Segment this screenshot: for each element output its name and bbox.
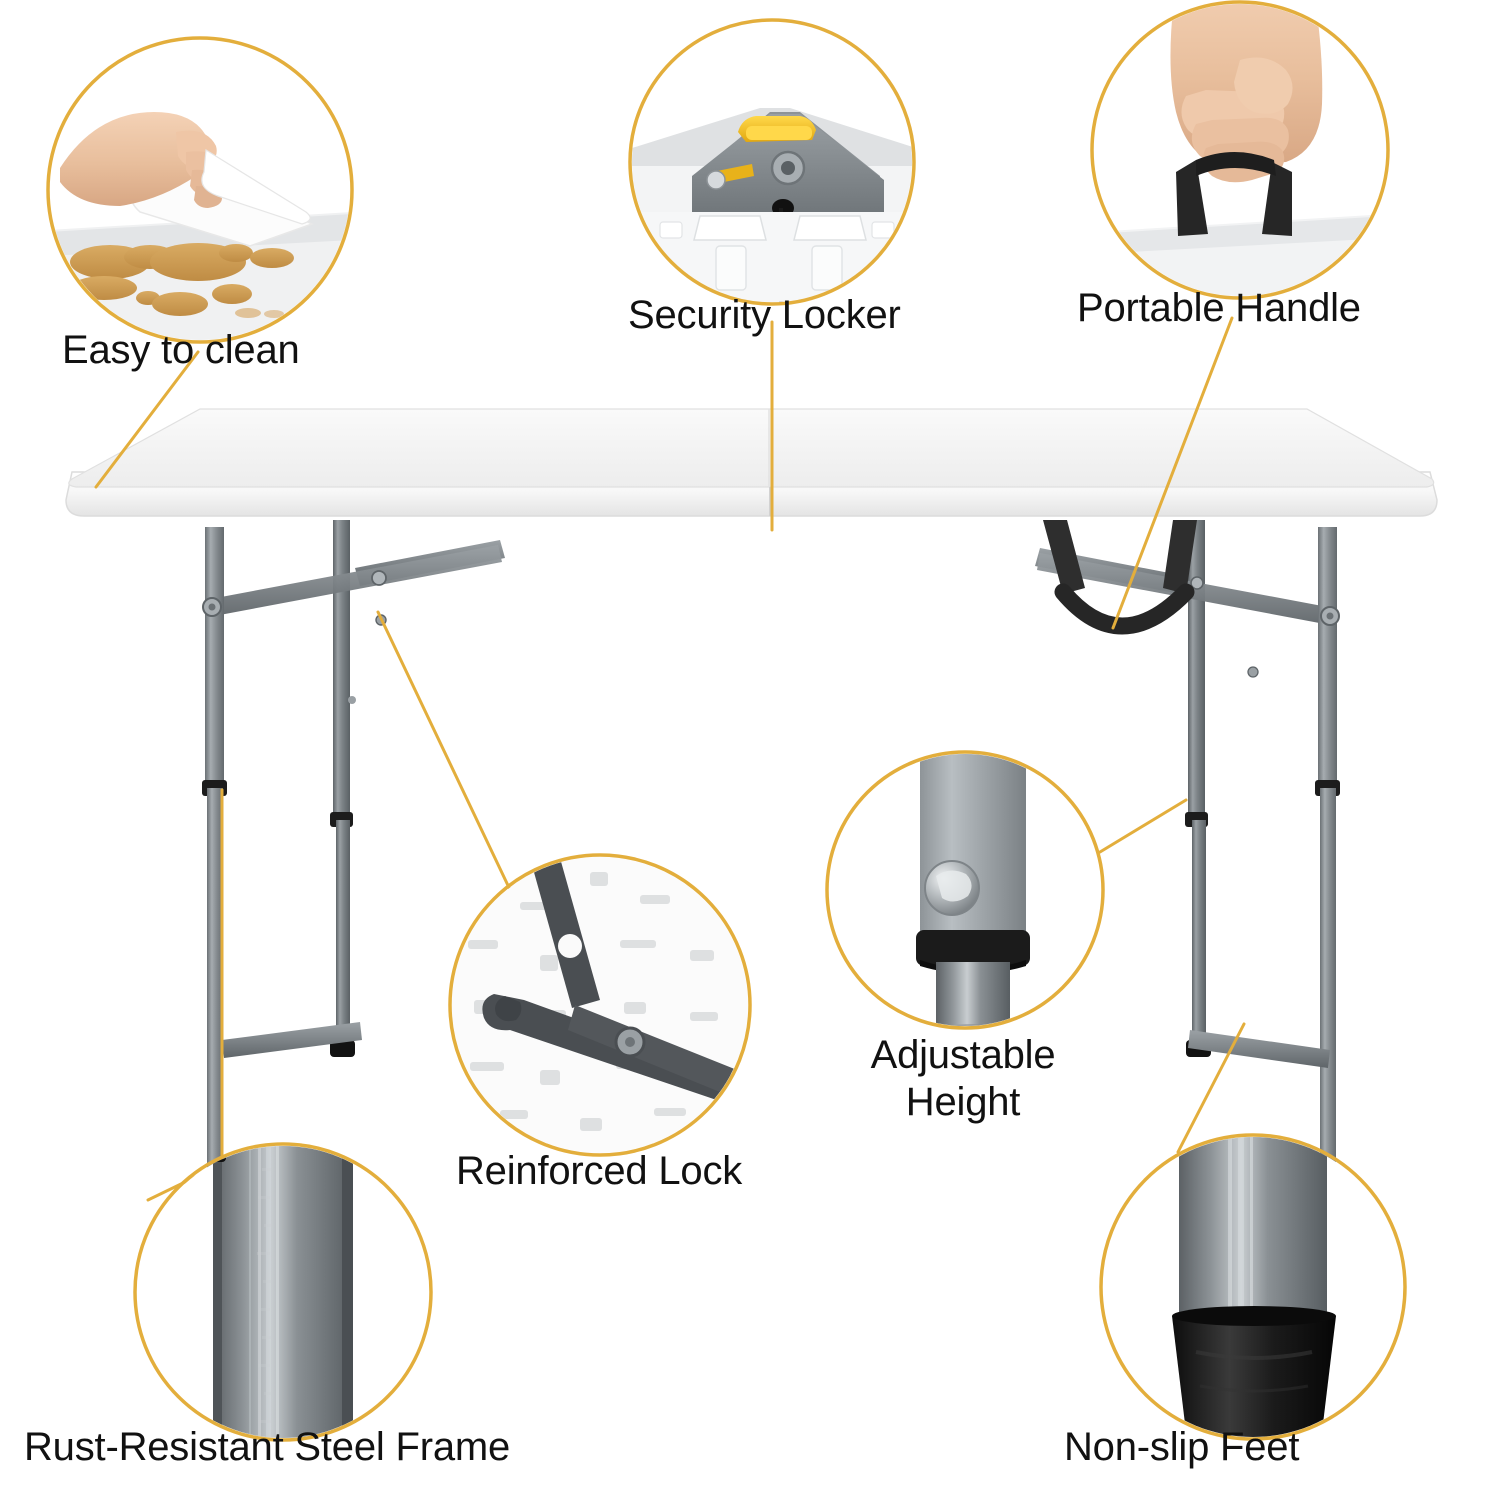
folding-table [65, 408, 1438, 1203]
callout-label-easy-to-clean: Easy to clean [62, 328, 300, 372]
callout-label-non-slip-feet: Non-slip Feet [1064, 1425, 1300, 1469]
leader-reinforced-lock [376, 610, 515, 898]
carry-handle-strap [1043, 520, 1197, 635]
callout-label-security-locker: Security Locker [628, 293, 901, 337]
leader-non-slip-feet [1176, 1022, 1246, 1154]
callout-non-slip-feet [1099, 1133, 1407, 1441]
callout-portable-handle [1090, 0, 1390, 300]
callout-label-portable-handle: Portable Handle [1077, 286, 1361, 330]
left-leg-assembly [201, 527, 505, 1203]
leader-easy-to-clean [94, 350, 200, 489]
leader-portable-handle [1111, 316, 1234, 630]
callout-easy-to-clean [46, 36, 354, 344]
callout-security-locker [628, 18, 916, 306]
callout-label-reinforced-lock: Reinforced Lock [456, 1149, 743, 1193]
leader-adjustable-height [1098, 798, 1188, 854]
callout-label-adjustable-height: Adjustable Height [870, 1033, 1056, 1125]
tabletop [65, 408, 1438, 517]
callout-label-rust-resistant-steel-frame: Rust-Resistant Steel Frame [24, 1425, 511, 1469]
callout-adjustable-height [825, 750, 1105, 1030]
callout-rust-resistant-steel-frame [133, 1142, 433, 1442]
callout-reinforced-lock [448, 853, 752, 1157]
leader-lines [94, 316, 1246, 1202]
